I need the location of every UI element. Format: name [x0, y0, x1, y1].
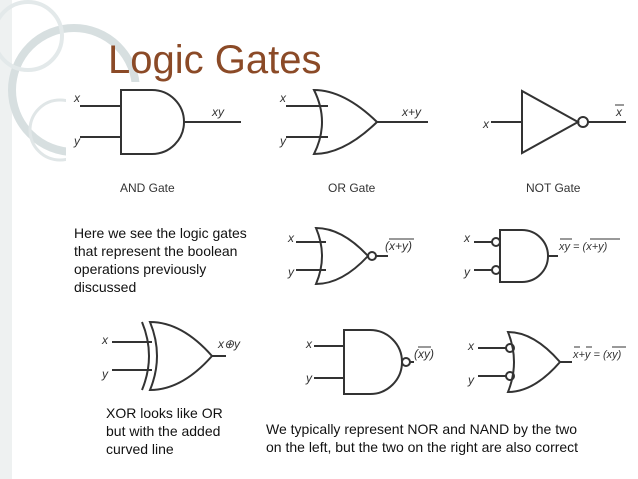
- nor-alt-output-label: xy = (x+y): [558, 241, 608, 253]
- and-caption: AND Gate: [120, 181, 175, 195]
- nor-alt-input-y: y: [463, 265, 471, 279]
- or-input-y: y: [279, 134, 287, 148]
- decor-ring-small: [0, 0, 64, 72]
- nand-alt-output: x+y = (xy): [572, 346, 626, 361]
- intro-note-line: Here we see the logic gates: [74, 225, 247, 241]
- basic-gates-panel: x y xy AND Gate x y x+y OR Gate x x NOT …: [66, 82, 638, 210]
- not-input-x: x: [482, 117, 490, 131]
- xor-gate-symbol: [112, 320, 226, 392]
- nand-gate-panel: x y (xy): [298, 318, 448, 402]
- or-gate-symbol: [286, 88, 428, 156]
- nor-nand-note-line: on the left, but the two on the right ar…: [266, 439, 579, 455]
- nand-alt-input-x: x: [467, 339, 475, 353]
- or-input-x: x: [279, 91, 287, 105]
- nor-alt-gate-panel: x y xy = (x+y): [458, 214, 626, 304]
- not-output: x: [615, 104, 624, 119]
- or-output-label: x+y: [401, 105, 422, 119]
- nor-output-label: (x+y): [385, 239, 412, 253]
- not-gate-symbol: [491, 89, 626, 155]
- intro-note-line: discussed: [74, 279, 137, 295]
- intro-note: Here we see the logic gates that represe…: [74, 224, 284, 296]
- nor-input-y: y: [287, 265, 295, 279]
- nand-alt-gate-panel: x y x+y = (xy): [462, 318, 632, 402]
- slide-title: Logic Gates: [108, 38, 322, 82]
- and-output-label: xy: [211, 105, 225, 119]
- nand-alt-input-y: y: [467, 373, 475, 387]
- nand-gate-symbol: [314, 329, 414, 395]
- nand-input-y: y: [305, 371, 313, 385]
- and-input-x: x: [73, 91, 81, 105]
- not-output-label: x: [615, 105, 623, 119]
- nor-alt-output: xy = (x+y): [558, 238, 620, 253]
- nor-nand-note-line: We typically represent NOR and NAND by t…: [266, 421, 577, 437]
- nor-gate-symbol: [296, 226, 388, 286]
- not-caption: NOT Gate: [526, 181, 581, 195]
- intro-note-line: that represent the boolean: [74, 243, 238, 259]
- xor-note: XOR looks like OR but with the added cur…: [106, 404, 266, 458]
- xor-gate-panel: x y x⊕y: [92, 312, 270, 402]
- nand-output: (xy): [414, 346, 434, 361]
- nor-alt-input-x: x: [463, 231, 471, 245]
- nand-alt-output-label: x+y = (xy): [572, 349, 622, 361]
- nor-output: (x+y): [385, 238, 414, 253]
- and-gate-symbol: [80, 89, 241, 155]
- nor-nand-note: We typically represent NOR and NAND by t…: [266, 420, 636, 456]
- xor-input-x: x: [101, 333, 109, 347]
- nor-input-x: x: [287, 231, 295, 245]
- xor-output-label: x⊕y: [217, 337, 241, 351]
- nand-output-label: (xy): [414, 347, 434, 361]
- nor-gate-panel: x y (x+y): [282, 214, 430, 304]
- xor-note-line: curved line: [106, 441, 174, 457]
- or-caption: OR Gate: [328, 181, 376, 195]
- xor-note-line: XOR looks like OR: [106, 405, 223, 421]
- nor-alt-gate-symbol: [474, 229, 558, 283]
- nand-alt-gate-symbol: [478, 330, 572, 394]
- xor-note-line: but with the added: [106, 423, 221, 439]
- xor-input-y: y: [101, 367, 109, 381]
- and-input-y: y: [73, 134, 81, 148]
- intro-note-line: operations previously: [74, 261, 207, 277]
- nand-input-x: x: [305, 337, 313, 351]
